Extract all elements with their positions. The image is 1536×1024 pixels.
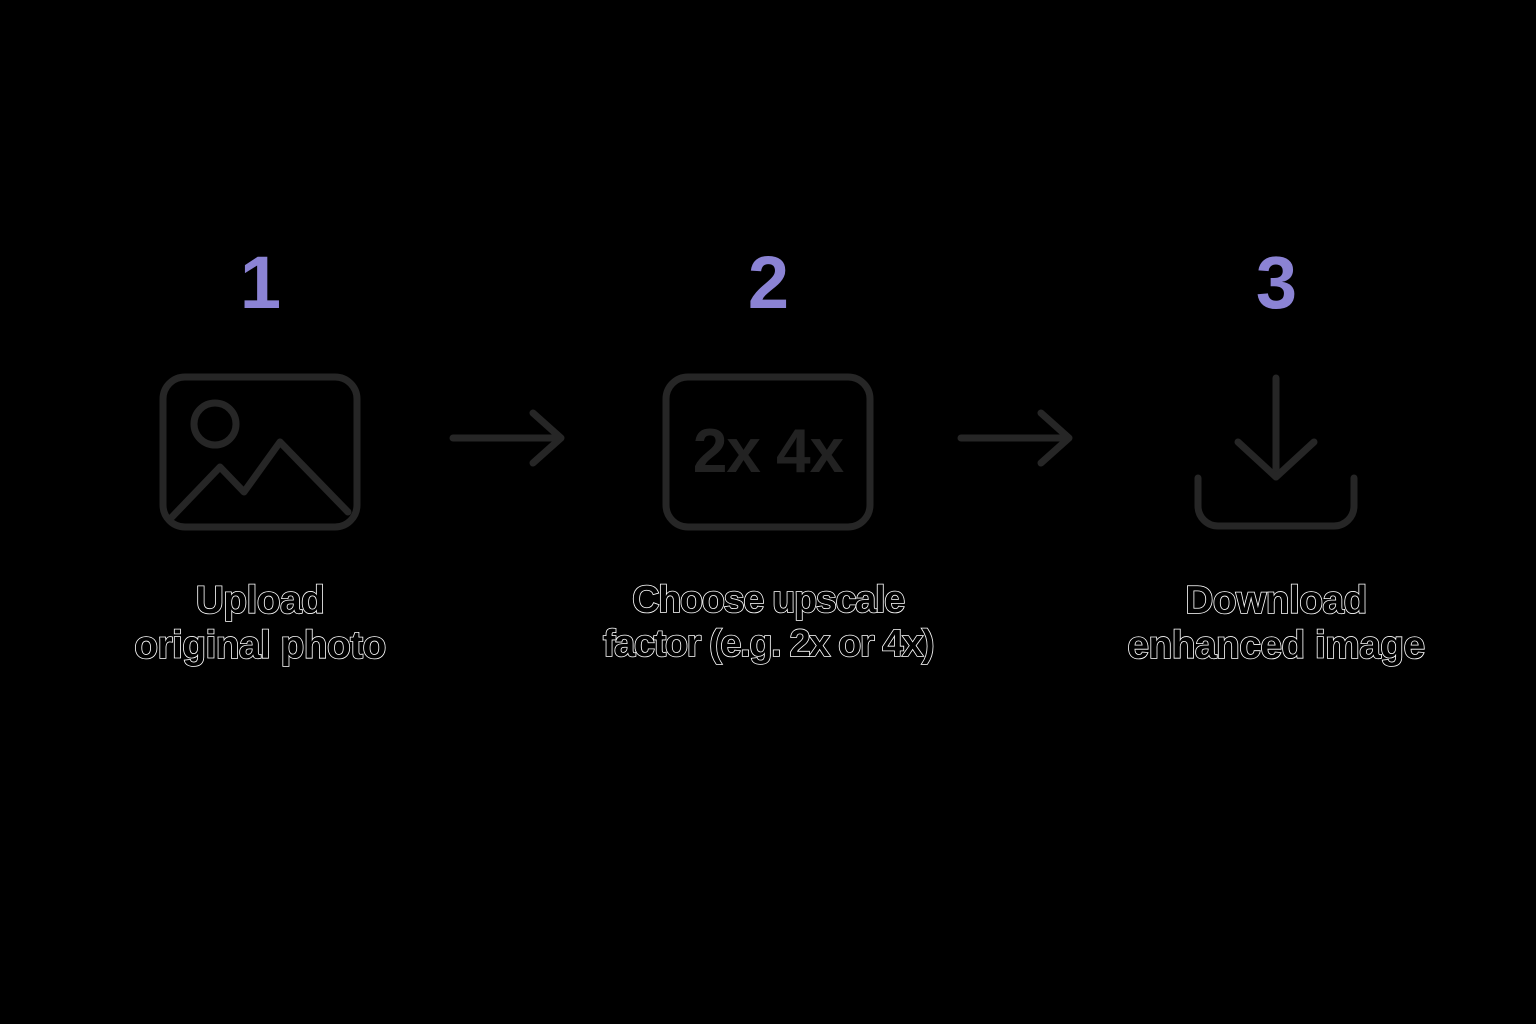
step-1-caption: Upload original photo (133, 578, 387, 668)
step-1-number: 1 (239, 241, 281, 324)
step-2-number: 2 (747, 241, 789, 324)
step-1-upload: 1 Upload original photo (80, 240, 440, 669)
step-1-icon-wrap (158, 372, 362, 532)
step-3-icon-wrap (1188, 372, 1364, 532)
arrow-right-icon (957, 409, 1073, 467)
image-icon (159, 373, 361, 531)
download-icon (1194, 374, 1358, 530)
connector-1 (440, 240, 588, 710)
arrow-right-icon (449, 409, 565, 467)
step-2-choose-factor: 2 2x 4x Choose upscale factor (e.g. 2x o… (588, 240, 948, 666)
step-2-caption: Choose upscale factor (e.g. 2x or 4x) (602, 578, 935, 666)
upscale-factor-icon: 2x 4x (662, 373, 874, 531)
step-3-download: 3 Download enhanced image (1096, 240, 1456, 669)
connector-2 (948, 240, 1096, 710)
upscale-factor-label: 2x 4x (693, 417, 845, 486)
steps-row: 1 Upload original photo 2 (0, 240, 1536, 710)
step-3-caption: Download enhanced image (1127, 578, 1426, 668)
step-3-number: 3 (1255, 241, 1297, 324)
step-2-icon-wrap: 2x 4x (661, 372, 875, 532)
